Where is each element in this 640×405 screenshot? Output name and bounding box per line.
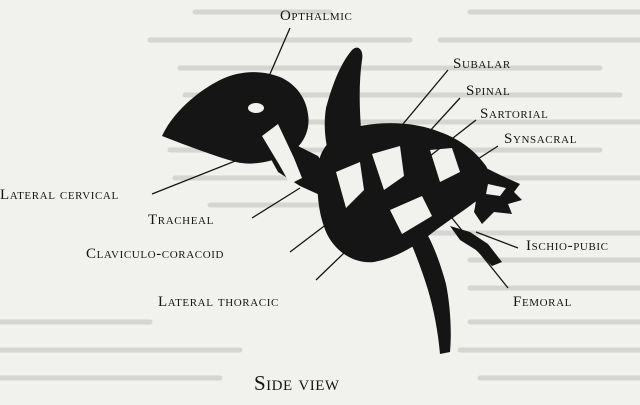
label-claviculo-coracoid: Claviculo-coracoid (86, 247, 224, 262)
label-synsacral: Synsacral (504, 132, 577, 147)
eye-mark (248, 103, 264, 113)
label-tracheal: Tracheal (148, 213, 214, 228)
label-subalar: Subalar (453, 57, 511, 72)
label-lateral-cervical: Lateral cervical (0, 188, 119, 203)
bird-leg (408, 222, 451, 354)
label-lateral-thoracic: Lateral thoracic (158, 295, 279, 310)
leader-lateral-cervical (152, 148, 268, 194)
leader-femoral (452, 218, 508, 288)
figure-caption: Side view (254, 373, 340, 394)
label-femoral: Femoral (513, 295, 572, 310)
label-sartorial: Sartorial (480, 107, 549, 122)
leader-tracheal (252, 188, 300, 218)
label-opthalmic: Opthalmic (280, 9, 352, 24)
label-ischio-pubic: Ischio-pubic (526, 239, 609, 254)
label-spinal: Spinal (466, 84, 510, 99)
leader-opthalmic (270, 28, 290, 74)
